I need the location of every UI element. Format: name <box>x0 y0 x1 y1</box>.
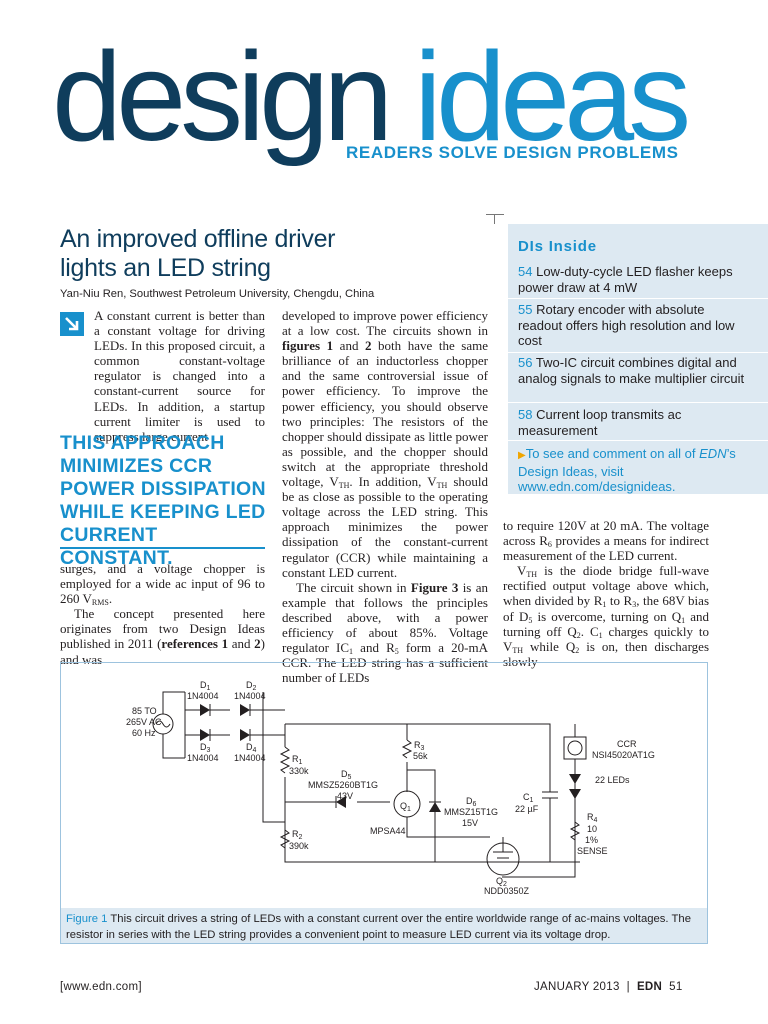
paragraph: surges, and a voltage chopper is employe… <box>60 561 265 608</box>
body-column-1-continued: surges, and a voltage chopper is employe… <box>60 561 265 667</box>
r4-value-3: SENSE <box>577 846 608 856</box>
d6-part: MMSZ15T1G <box>444 807 498 817</box>
paragraph: to require 120V at 20 mA. The voltage ac… <box>503 518 709 564</box>
figure-1-frame <box>60 662 708 944</box>
r4-value-1: 10 <box>587 824 597 834</box>
paragraph: A constant current is better than a cons… <box>94 308 265 444</box>
paragraph: The concept presented here originates fr… <box>60 606 265 667</box>
resistor-r1-icon <box>279 746 291 774</box>
ccr-icon <box>563 736 587 760</box>
r2-label: R2 <box>292 829 303 841</box>
resistor-r4-icon <box>569 821 581 841</box>
footer-folio: JANUARY 2013 | EDN 51 <box>534 981 683 993</box>
d6-value: 15V <box>462 818 478 828</box>
logo-design-text: design <box>52 30 387 167</box>
d5-label: D5 <box>341 769 352 781</box>
q1-part: MPSA44 <box>370 826 406 836</box>
leds-label: 22 LEDs <box>595 775 630 785</box>
r4-label: R4 <box>587 812 598 824</box>
divider <box>508 352 768 353</box>
divider <box>494 214 495 224</box>
d4-part: 1N4004 <box>234 753 266 763</box>
title-line-1: An improved offline driver <box>60 225 336 253</box>
footer-url[interactable]: [www.edn.com] <box>60 981 142 993</box>
sidebar-link[interactable]: ▶To see and comment on all of EDN’s Desi… <box>518 446 736 494</box>
d1-part: 1N4004 <box>187 691 219 701</box>
paragraph: developed to improve power efficiency at… <box>282 308 489 580</box>
divider <box>508 440 768 441</box>
pull-quote-rule <box>60 547 265 549</box>
body-column-2: developed to improve power efficiency at… <box>282 308 488 685</box>
triangle-icon: ▶ <box>518 450 526 461</box>
body-column-1: A constant current is better than a cons… <box>60 308 265 444</box>
sidebar-item[interactable]: 56 Two-IC circuit combines digital and a… <box>518 355 745 386</box>
r1-value: 330k <box>289 766 309 776</box>
divider <box>508 402 768 403</box>
transistor-q1-icon <box>393 790 421 818</box>
c1-value: 22 µF <box>515 804 539 814</box>
tagline: READERS SOLVE DESIGN PROBLEMS <box>346 143 679 162</box>
r3-label: R3 <box>414 740 425 752</box>
logo-ideas-text: ideas <box>414 30 687 167</box>
q2-label: Q2 <box>496 876 507 888</box>
r2-value: 390k <box>289 841 309 851</box>
d6-label: D6 <box>466 796 477 808</box>
resistor-r3-icon <box>401 739 413 759</box>
r4-value-2: 1% <box>585 835 598 845</box>
r3-value: 56k <box>413 751 428 761</box>
ccr-part: NSI45020AT1G <box>592 750 655 760</box>
sidebar-title: DIs Inside <box>518 238 597 255</box>
sidebar-item[interactable]: 54 Low-duty-cycle LED flasher keeps powe… <box>518 264 733 295</box>
circuit-schematic: 85 TO 265V AC 60 Hz D1 1N4004 D2 1N4004 … <box>126 680 655 896</box>
r1-label: R1 <box>292 754 303 766</box>
arrow-icon <box>60 312 84 336</box>
d1-label: D1 <box>200 680 211 692</box>
source-label-1: 85 TO <box>132 706 157 716</box>
d2-label: D2 <box>246 680 257 692</box>
d3-part: 1N4004 <box>187 753 219 763</box>
article-title: An improved offline driver lights an LED… <box>60 225 480 283</box>
paragraph: The circuit shown in Figure 3 is an exam… <box>282 579 488 686</box>
body-column-3: to require 120V at 20 mA. The voltage ac… <box>503 518 709 669</box>
d2-part: 1N4004 <box>234 691 266 701</box>
d5-value: 43V <box>337 791 353 801</box>
title-line-2: lights an LED string <box>60 254 271 282</box>
d5-part: MMSZ5260BT1G <box>308 780 378 790</box>
sidebar-item[interactable]: 55 Rotary encoder with absolute readout … <box>518 302 735 348</box>
byline: Yan-Niu Ren, Southwest Petroleum Univers… <box>60 288 375 300</box>
figure-caption: Figure 1 This circuit drives a string of… <box>66 913 691 941</box>
source-label-2: 265V AC <box>126 717 162 727</box>
pull-quote: THIS APPROACH MINIMIZES CCR POWER DISSIP… <box>60 432 266 569</box>
sidebar-item[interactable]: 58 Current loop transmits ac measurement <box>518 407 682 438</box>
sidebar-dis-inside <box>508 224 768 494</box>
ccr-label: CCR <box>617 739 637 749</box>
q2-part: NDD0350Z <box>484 886 530 896</box>
c1-label: C1 <box>523 792 534 804</box>
d3-label: D3 <box>200 742 211 754</box>
resistor-r2-icon <box>279 829 291 849</box>
source-label-3: 60 Hz <box>132 728 156 738</box>
divider <box>508 298 768 299</box>
paragraph: VTH is the diode bridge full-wave rectif… <box>503 563 709 669</box>
q1-label: Q1 <box>400 801 411 813</box>
figure-caption-background <box>61 908 707 943</box>
masthead-logo: design ideas <box>52 30 693 167</box>
d4-label: D4 <box>246 742 257 754</box>
divider <box>486 214 504 215</box>
